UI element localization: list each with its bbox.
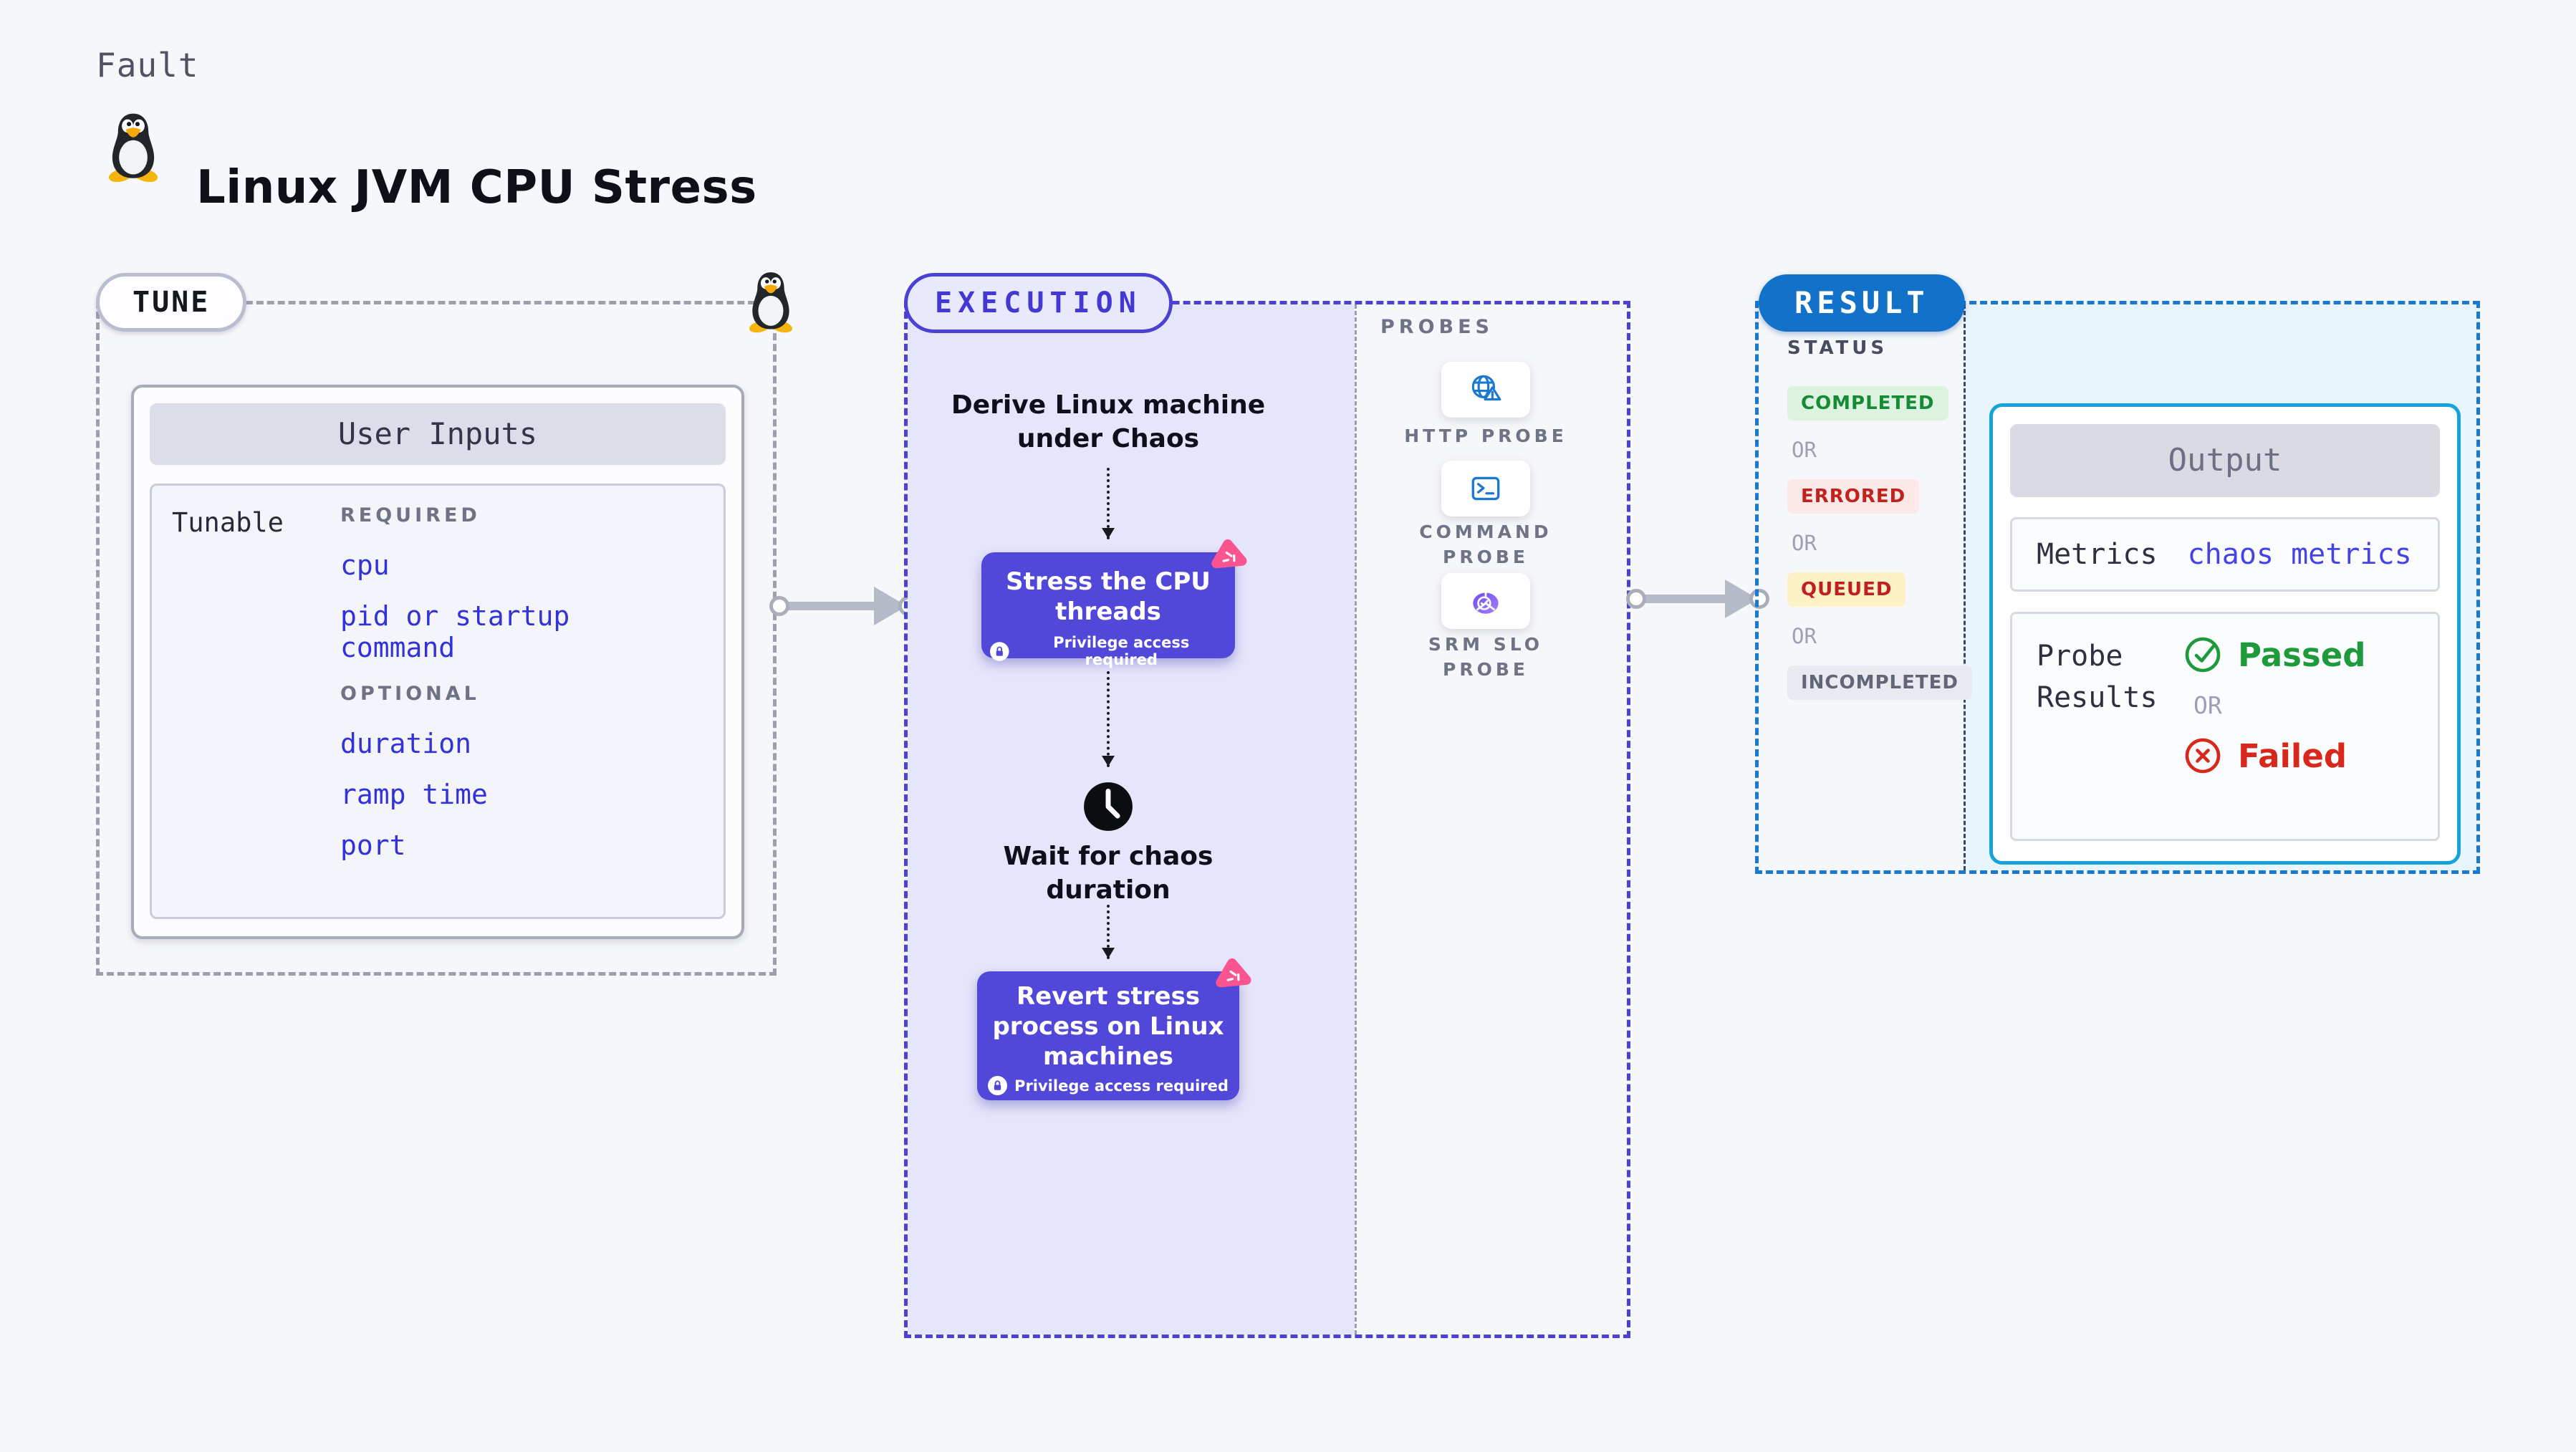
privilege-note-text: Privilege access required (1014, 1077, 1229, 1095)
status-badge-incompleted: INCOMPLETED (1787, 665, 1972, 700)
optional-heading: OPTIONAL (340, 683, 480, 705)
fault-eyebrow: Fault (96, 46, 199, 85)
result-badge: RESULT (1759, 274, 1965, 332)
connector-dot (1626, 589, 1646, 609)
metrics-label: Metrics (2037, 538, 2158, 571)
tune-to-execution-arrow (769, 586, 918, 626)
tunable-row-label: Tunable (172, 507, 284, 538)
failed-verdict: Failed (2183, 736, 2365, 775)
execution-badge: EXECUTION (904, 273, 1173, 333)
probes-heading: PROBES (1380, 316, 1494, 338)
http-probe-label: HTTP PROBE (1404, 425, 1567, 446)
execution-probes-divider (1355, 304, 1357, 1335)
connector-dot (1749, 589, 1769, 609)
metrics-row: Metrics chaos metrics (2010, 517, 2440, 592)
stress-cpu-step-node[interactable]: Stress the CPU threads Privilege access … (981, 552, 1235, 668)
flow-down-arrow (1102, 671, 1115, 767)
tune-section: TUNE User Inputs Tunable REQUIRED cpu pi… (96, 301, 777, 976)
check-circle-icon (2183, 635, 2222, 674)
arrow-shaft (785, 602, 877, 610)
or-separator: OR (1792, 624, 1817, 648)
chaos-metrics-link[interactable]: chaos metrics (2187, 538, 2412, 571)
tune-badge: TUNE (96, 273, 247, 332)
or-separator: OR (2193, 691, 2222, 719)
privilege-note-text: Privilege access required (1053, 634, 1190, 669)
status-badge-errored: ERRORED (1787, 479, 1920, 514)
x-circle-icon (2183, 736, 2222, 775)
lock-icon (990, 642, 1009, 661)
output-card: Output Metrics chaos metrics Probe Resul… (1989, 403, 2461, 865)
command-probe-label: COMMAND PROBE (1419, 521, 1552, 567)
clock-icon (1082, 780, 1135, 833)
user-inputs-body: Tunable REQUIRED cpu pid or startup comm… (150, 484, 726, 919)
lock-icon (988, 1076, 1007, 1095)
srm-slo-probe-label: SRM SLO PROBE (1428, 634, 1544, 680)
privilege-note: Privilege access required (990, 634, 1226, 668)
execution-flow-column: Derive Linux machine under Chaos Stress … (908, 304, 1355, 1335)
linux-penguin-icon (105, 112, 162, 182)
page-title: Linux JVM CPU Stress (196, 160, 757, 214)
revert-stress-step-node[interactable]: Revert stress process on Linux machines … (977, 971, 1239, 1100)
connector-dot (769, 596, 789, 616)
passed-label: Passed (2238, 635, 2366, 674)
execution-section: EXECUTION Derive Linux machine under Cha… (904, 273, 1630, 1338)
status-column: STATUS COMPLETED OR ERRORED OR QUEUED OR… (1787, 337, 1972, 700)
tunable-list: REQUIRED cpu pid or startup command OPTI… (340, 504, 699, 898)
probes-column: PROBES HTTP PROBE COMMAND PROBE SRM SLO … (1355, 304, 1627, 1335)
srm-slo-probe-card[interactable] (1441, 573, 1530, 629)
user-inputs-header: User Inputs (150, 403, 726, 465)
tunable-link-cpu[interactable]: cpu (340, 549, 390, 581)
privilege-note: Privilege access required (986, 1076, 1231, 1095)
terminal-icon (1468, 471, 1504, 506)
tunable-link-duration[interactable]: duration (340, 728, 472, 759)
linux-penguin-icon (746, 267, 796, 336)
derive-machine-step-label: Derive Linux machine under Chaos (951, 390, 1266, 453)
http-probe-card[interactable] (1441, 362, 1530, 418)
execution-to-result-arrow (1626, 579, 1769, 619)
output-header: Output (2010, 424, 2440, 497)
probe-results-values: Passed OR Failed (2183, 635, 2365, 817)
status-badge-queued: QUEUED (1787, 572, 1906, 607)
result-section: RESULT STATUS COMPLETED OR ERRORED OR QU… (1755, 274, 2480, 874)
arrow-shaft (1642, 595, 1728, 603)
user-inputs-card: User Inputs Tunable REQUIRED cpu pid or … (131, 385, 744, 939)
tunable-link-ramp-time[interactable]: ramp time (340, 779, 488, 810)
chaos-icon (1209, 953, 1256, 1000)
status-heading: STATUS (1787, 337, 1888, 359)
slo-donut-icon (1468, 583, 1504, 619)
passed-verdict: Passed (2183, 635, 2365, 674)
wait-step-label: Wait for chaos duration (1003, 842, 1213, 905)
probe-results-label: Probe Results (2037, 640, 2158, 714)
probe-results-row: Probe Results Passed OR Failed (2010, 612, 2440, 841)
failed-label: Failed (2238, 736, 2347, 775)
or-separator: OR (1792, 531, 1817, 555)
or-separator: OR (1792, 438, 1817, 462)
status-badge-completed: COMPLETED (1787, 386, 1948, 420)
tunable-link-pid-or-startup-command[interactable]: pid or startup command (340, 600, 570, 663)
execution-flow-background (908, 304, 1355, 1335)
step-title: Stress the CPU threads (1006, 567, 1211, 627)
flow-down-arrow (1102, 905, 1115, 959)
command-probe-card[interactable] (1441, 461, 1530, 516)
tunable-link-port[interactable]: port (340, 830, 406, 861)
chaos-icon (1205, 534, 1252, 581)
status-output-divider (1964, 304, 1966, 870)
globe-alert-icon (1468, 372, 1504, 408)
required-heading: REQUIRED (340, 504, 481, 527)
flow-down-arrow (1102, 468, 1115, 539)
step-title: Revert stress process on Linux machines (992, 982, 1224, 1072)
